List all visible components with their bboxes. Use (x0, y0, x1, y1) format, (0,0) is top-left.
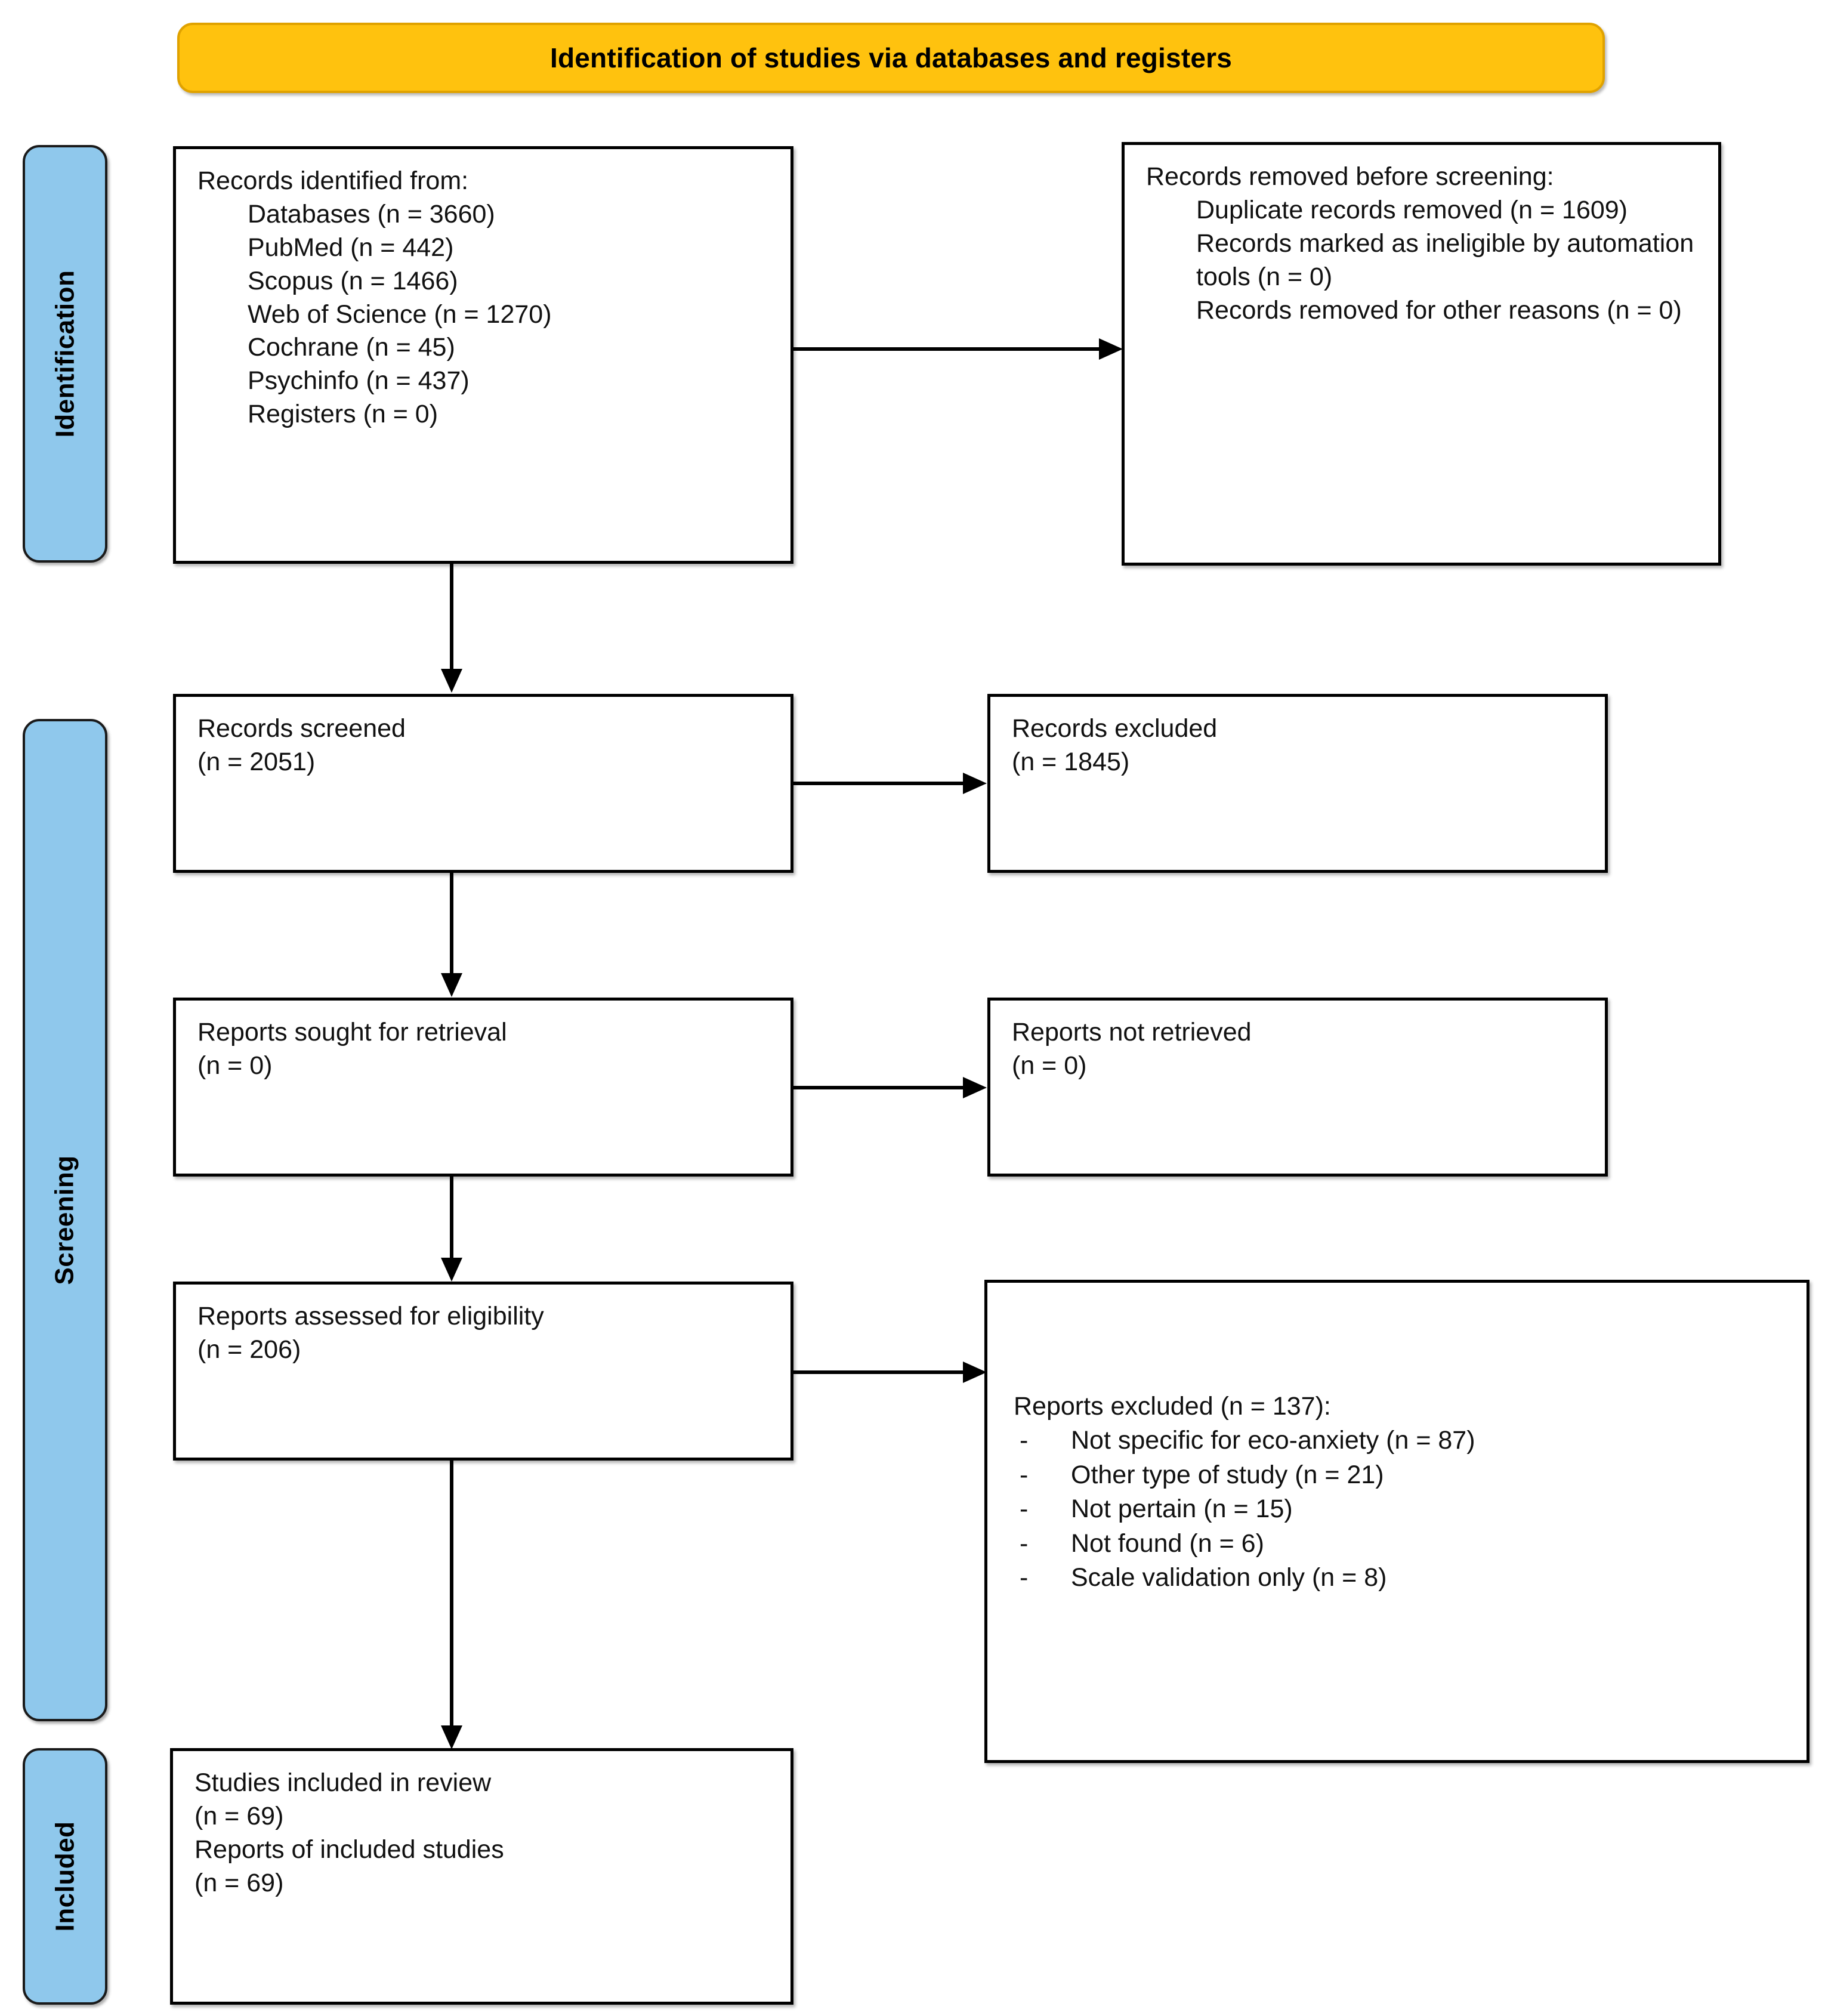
studies-included-count: (n = 69) (194, 1801, 284, 1830)
records-removed-item: Records removed for other reasons (n = 0… (1196, 295, 1682, 325)
box-records-screened: Records screened (n = 2051) (173, 694, 793, 873)
records-removed-item: Duplicate records removed (n = 1609) (1196, 195, 1628, 224)
stage-label-included-text: Included (50, 1821, 79, 1932)
exclusion-reason-text: Other type of study (n = 21) (1071, 1460, 1384, 1489)
records-identified-item: Scopus (n = 1466) (248, 266, 458, 295)
box-records-identified: Records identified from: Databases (n = … (173, 146, 793, 564)
records-removed-heading-italic: before screening (1355, 162, 1547, 191)
stage-label-screening-text: Screening (50, 1155, 79, 1285)
box-reports-assessed-for-eligibility: Reports assessed for eligibility (n = 20… (173, 1282, 793, 1461)
bullet-dash-icon: - (1020, 1460, 1029, 1489)
records-identified-item: Databases (n = 3660) (248, 199, 495, 229)
reports-excluded-heading: Reports excluded (n = 137): (1014, 1392, 1331, 1421)
bullet-dash-icon: - (1020, 1563, 1029, 1592)
reports-included-count: (n = 69) (194, 1868, 284, 1897)
records-removed-heading-normal: Records removed (1146, 162, 1356, 191)
records-removed-item: Records marked as ineligible by automati… (1196, 229, 1702, 291)
exclusion-reason-row: - Not found (n = 6) (1014, 1527, 1789, 1561)
records-screened-count: (n = 2051) (197, 747, 316, 776)
records-excluded-count: (n = 1845) (1012, 747, 1130, 776)
bullet-dash-icon: - (1020, 1529, 1029, 1558)
box-reports-not-retrieved: Reports not retrieved (n = 0) (987, 998, 1608, 1177)
box-records-removed-before-screening: Records removed before screening: Duplic… (1122, 142, 1721, 566)
records-excluded-label: Records excluded (1012, 714, 1218, 743)
arrow-assessed-to-included (439, 1461, 465, 1752)
exclusion-reason-row: - Other type of study (n = 21) (1014, 1458, 1789, 1493)
reports-not-retrieved-label: Reports not retrieved (1012, 1018, 1252, 1046)
reports-assessed-count: (n = 206) (197, 1335, 301, 1364)
exclusion-reason-row: - Not pertain (n = 15) (1014, 1492, 1789, 1527)
records-identified-item: Registers (n = 0) (248, 400, 439, 429)
box-reports-excluded-reasons: Reports excluded (n = 137): - Not specif… (984, 1280, 1809, 1763)
exclusion-reason-text: Not found (n = 6) (1071, 1529, 1264, 1558)
exclusion-reason-text: Scale validation only (n = 8) (1071, 1563, 1387, 1592)
records-identified-item: Cochrane (n = 45) (248, 333, 455, 362)
arrow-assessed-to-reports-excluded (793, 1360, 990, 1384)
records-screened-label: Records screened (197, 714, 406, 743)
diagram-title: Identification of studies via databases … (549, 42, 1233, 73)
records-identified-item: Psychinfo (n = 437) (248, 366, 470, 396)
box-records-excluded: Records excluded (n = 1845) (987, 694, 1608, 873)
reports-not-retrieved-count: (n = 0) (1012, 1051, 1087, 1080)
arrow-sought-to-not-retrieved (793, 1076, 990, 1100)
arrow-sought-to-assessed (439, 1177, 465, 1284)
arrow-screened-to-excluded (793, 771, 990, 795)
records-identified-item: Web of Science (n = 1270) (248, 300, 552, 329)
reports-sought-count: (n = 0) (197, 1051, 273, 1080)
records-removed-heading: Records removed before screening: (1146, 160, 1700, 194)
reports-assessed-label: Reports assessed for eligibility (197, 1302, 544, 1330)
arrow-screened-to-sought (439, 873, 465, 999)
records-identified-item: PubMed (n = 442) (248, 233, 454, 262)
bullet-dash-icon: - (1020, 1495, 1029, 1524)
exclusion-reason-row: - Not specific for eco-anxiety (n = 87) (1014, 1424, 1789, 1458)
diagram-header-banner: Identification of studies via databases … (177, 23, 1605, 93)
records-removed-heading-colon: : (1546, 162, 1554, 191)
studies-included-label: Studies included in review (194, 1768, 492, 1797)
box-studies-included: Studies included in review (n = 69) Repo… (170, 1748, 793, 2005)
reports-sought-label: Reports sought for retrieval (197, 1018, 507, 1046)
arrow-identified-to-screened (439, 564, 465, 695)
exclusion-reason-text: Not specific for eco-anxiety (n = 87) (1071, 1425, 1475, 1455)
stage-label-screening: Screening (23, 719, 107, 1721)
box-reports-sought-for-retrieval: Reports sought for retrieval (n = 0) (173, 998, 793, 1177)
exclusion-reason-row: - Scale validation only (n = 8) (1014, 1561, 1789, 1595)
stage-label-identification: Identification (23, 145, 107, 563)
arrow-identified-to-removed (793, 337, 1128, 361)
exclusion-reason-text: Not pertain (n = 15) (1071, 1495, 1293, 1524)
bullet-dash-icon: - (1020, 1425, 1029, 1455)
stage-label-identification-text: Identification (50, 270, 79, 438)
records-identified-heading: Records identified from: (197, 166, 469, 195)
stage-label-included: Included (23, 1748, 107, 2005)
reports-included-label: Reports of included studies (194, 1835, 504, 1864)
